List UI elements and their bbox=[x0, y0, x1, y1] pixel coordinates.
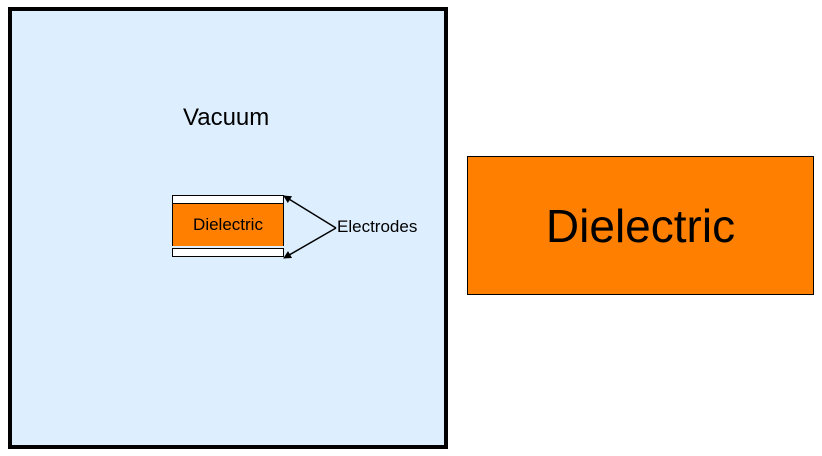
arrow-to-top-electrode bbox=[283, 195, 337, 229]
vacuum-label: Vacuum bbox=[183, 104, 270, 131]
electrodes-label: Electrodes bbox=[337, 217, 418, 236]
large-dielectric-block: Dielectric bbox=[467, 156, 814, 295]
small-dielectric-label: Dielectric bbox=[193, 215, 263, 234]
small-dielectric-layer: Dielectric bbox=[172, 204, 284, 246]
arrow-to-bottom-electrode bbox=[283, 227, 337, 259]
large-dielectric-label: Dielectric bbox=[545, 199, 736, 252]
